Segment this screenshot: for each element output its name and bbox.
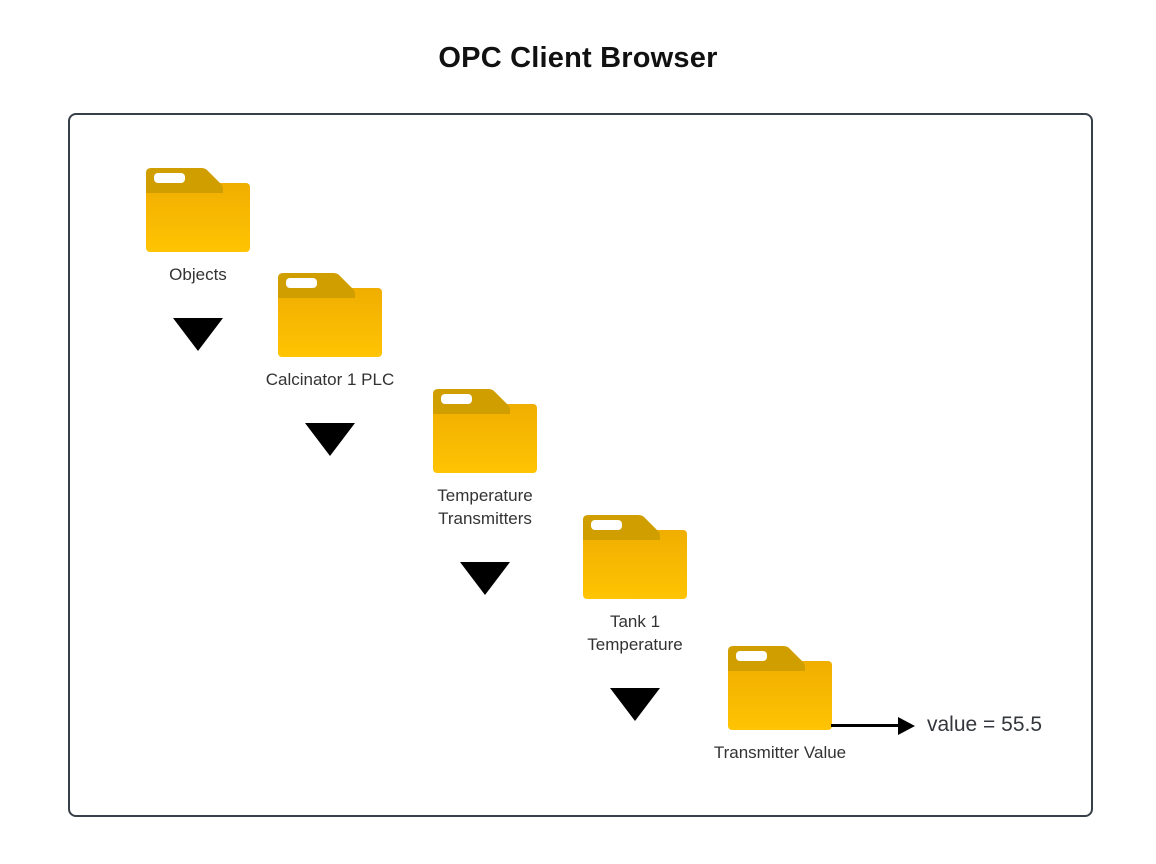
node-label: Calcinator 1 PLC [265,370,395,389]
triangle-down-icon[interactable] [173,318,223,351]
folder-icon[interactable] [145,167,251,253]
node-label: Temperature Transmitters [437,486,533,528]
tree-node-objects[interactable]: Objects [113,167,283,356]
value-text: value = 55.5 [927,713,1043,736]
folder-icon[interactable] [277,272,383,358]
tree-node-calcinator-1-plc[interactable]: Calcinator 1 PLC [245,272,415,461]
folder-icon[interactable] [582,514,688,600]
node-label: Objects [169,265,227,284]
triangle-down-icon[interactable] [460,562,510,595]
folder-icon[interactable] [727,645,833,731]
node-label: Tank 1 Temperature [587,612,683,654]
triangle-down-icon[interactable] [610,688,660,721]
folder-icon[interactable] [432,388,538,474]
tree-node-tank-1-temperature[interactable]: Tank 1 Temperature [550,514,720,726]
arrow-right-icon [898,717,915,735]
tree-node-temperature-transmitters[interactable]: Temperature Transmitters [400,388,570,600]
node-label: Transmitter Value [713,743,847,762]
page-title: OPC Client Browser [438,42,718,74]
triangle-down-icon[interactable] [305,423,355,456]
tree-node-transmitter-value[interactable]: Transmitter Value [695,645,865,764]
value-arrow-line [831,724,899,727]
